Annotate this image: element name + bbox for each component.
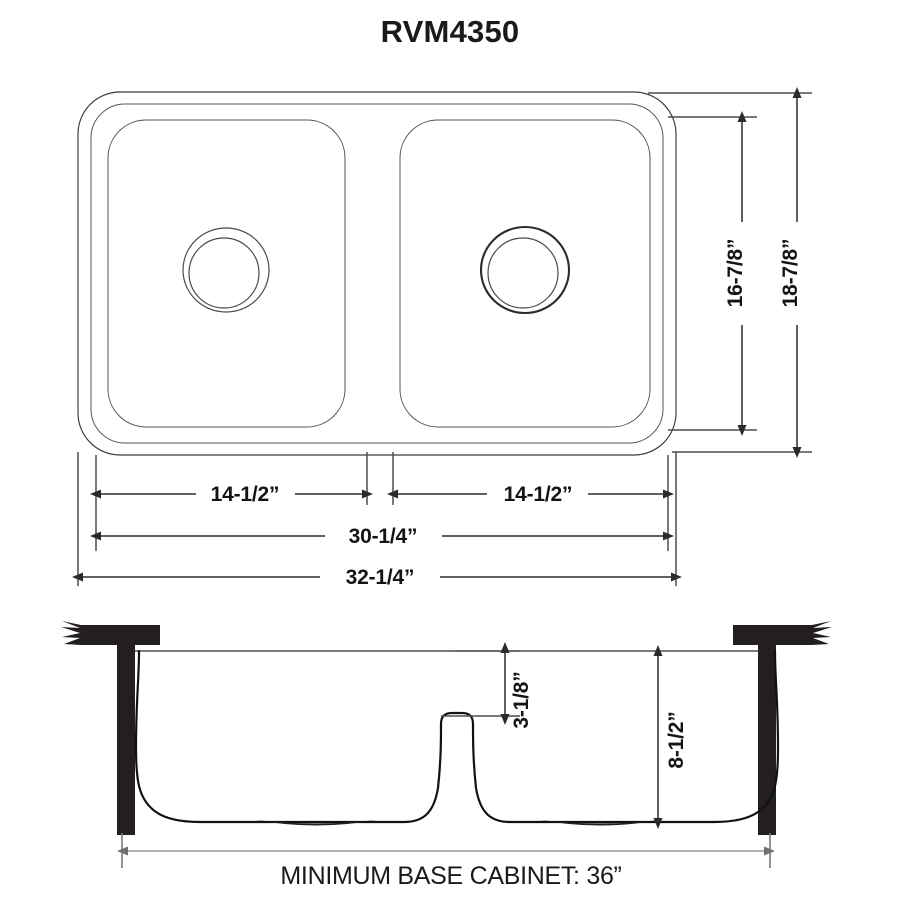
- dim-right-bowl-width: 14-1/2”: [387, 483, 674, 506]
- left-cabinet-bracket: [61, 621, 160, 835]
- dim-minimum-base-cabinet: MINIMUM BASE CABINET: 36”: [117, 833, 775, 890]
- sink-inner-rim: [90, 103, 664, 444]
- dim-inner-depth: 16-7/8”: [724, 111, 747, 436]
- horizontal-dimension-group: 14-1/2” 14-1/2” 30-1/4” 32-1/4”: [72, 452, 682, 589]
- left-bowl: [107, 119, 346, 428]
- dim-inner-width: 30-1/4”: [90, 525, 674, 548]
- minimum-base-cabinet-label: MINIMUM BASE CABINET: 36”: [280, 862, 621, 890]
- right-cabinet-bracket: [733, 621, 832, 835]
- sink-section-profile: [134, 649, 780, 824]
- dim-overall-depth-label: 18-7/8”: [779, 239, 802, 308]
- dim-divider-height-label: 3-1/8”: [510, 671, 533, 728]
- dim-left-bowl-width-label: 14-1/2”: [211, 483, 280, 506]
- dim-inner-width-label: 30-1/4”: [349, 525, 418, 548]
- dim-bowl-depth: 8-1/2”: [653, 645, 688, 829]
- dim-divider-height: 3-1/8”: [441, 642, 533, 729]
- left-section-drain: [256, 820, 376, 826]
- dim-right-bowl-width-label: 14-1/2”: [504, 483, 573, 506]
- dim-inner-depth-label: 16-7/8”: [724, 239, 747, 308]
- dim-bowl-depth-label: 8-1/2”: [665, 711, 688, 768]
- left-drain: [182, 227, 270, 313]
- sink-outer-rim: [77, 91, 677, 456]
- dim-overall-depth: 18-7/8”: [779, 87, 802, 458]
- right-drain: [479, 225, 571, 315]
- vertical-dimension-group: 16-7/8” 18-7/8”: [648, 87, 812, 458]
- dim-overall-width-label: 32-1/4”: [346, 566, 415, 589]
- cross-section-view: 3-1/8” 8-1/2” MINIMUM BASE CABINET: 36”: [61, 621, 832, 890]
- page-title: RVM4350: [380, 14, 520, 49]
- top-view-sink-body: [77, 91, 677, 456]
- dim-overall-width: 32-1/4”: [72, 566, 682, 589]
- right-bowl: [399, 119, 651, 428]
- dim-left-bowl-width: 14-1/2”: [90, 483, 373, 506]
- right-section-drain: [540, 820, 660, 826]
